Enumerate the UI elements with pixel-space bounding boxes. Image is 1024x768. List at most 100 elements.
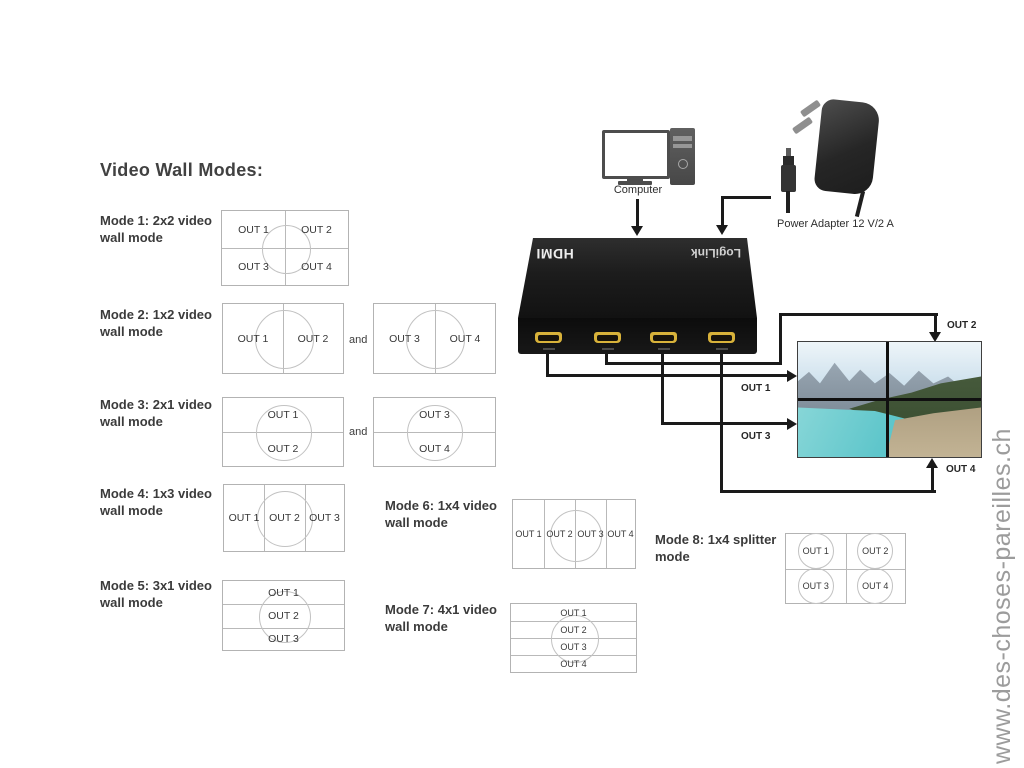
mode-7-label-line2: wall mode bbox=[385, 619, 448, 634]
port-label-mark bbox=[716, 348, 728, 350]
center-circle bbox=[550, 510, 602, 562]
page-title: Video Wall Modes: bbox=[100, 160, 264, 180]
mode-1-label: Mode 1: 2x2 video wall mode bbox=[100, 212, 212, 246]
out-cell: OUT 1 bbox=[515, 529, 542, 539]
mode-2-label-line1: Mode 2: 1x2 video bbox=[100, 307, 212, 322]
center-circle bbox=[551, 615, 599, 663]
mode-5-label-line1: Mode 5: 3x1 video bbox=[100, 578, 212, 593]
out-cell: OUT 1 bbox=[267, 409, 299, 421]
hdmi-port-1 bbox=[535, 332, 562, 343]
and-label: and bbox=[349, 426, 368, 438]
out2-line bbox=[779, 313, 782, 365]
hdmi-port-2 bbox=[594, 332, 621, 343]
mode-4-label-line2: wall mode bbox=[100, 503, 163, 518]
mode-8-box: OUT 1 OUT 2 OUT 3 OUT 4 bbox=[785, 533, 906, 604]
out-cell: OUT 2 bbox=[269, 512, 300, 524]
port-label-mark bbox=[602, 348, 614, 350]
center-circle bbox=[256, 405, 312, 461]
out-cell: OUT 4 bbox=[607, 529, 634, 539]
out-circle bbox=[857, 567, 894, 604]
hdmi-port-4 bbox=[708, 332, 735, 343]
hdmi-port-slot bbox=[538, 335, 559, 341]
mode-3-label-line2: wall mode bbox=[100, 414, 163, 429]
computer-icon bbox=[598, 126, 702, 188]
mode-8-label-line2: mode bbox=[655, 549, 690, 564]
mode-1-box: OUT 1 OUT 2 OUT 3 OUT 4 bbox=[221, 210, 349, 286]
out3-label: OUT 3 bbox=[741, 431, 771, 442]
dc-plug-collar bbox=[783, 156, 794, 166]
mode-3-box-a: OUT 1 OUT 2 bbox=[222, 397, 344, 467]
out-cell: OUT 3 bbox=[238, 260, 269, 273]
mode-7-box: OUT 1 OUT 2 OUT 3 OUT 4 bbox=[510, 603, 637, 673]
out-cell: OUT 4 bbox=[560, 658, 587, 669]
adapter-body bbox=[813, 98, 881, 196]
out-cell: OUT 1 bbox=[237, 332, 269, 345]
out-cell: OUT 1 bbox=[802, 546, 829, 557]
mode-1-label-line1: Mode 1: 2x2 video bbox=[100, 213, 212, 228]
power-cable-line bbox=[721, 196, 771, 199]
mode-4-label: Mode 4: 1x3 video wall mode bbox=[100, 485, 212, 519]
mode-2-label-line2: wall mode bbox=[100, 324, 163, 339]
out3-arrow bbox=[787, 418, 797, 430]
out-cell: OUT 1 bbox=[238, 223, 269, 236]
out-cell: OUT 2 bbox=[301, 223, 332, 236]
out4-line bbox=[720, 354, 723, 493]
out2-label: OUT 2 bbox=[947, 320, 977, 331]
out1-label: OUT 1 bbox=[741, 383, 771, 394]
out-cell: OUT 2 bbox=[546, 529, 573, 539]
power-cable-line bbox=[721, 196, 724, 225]
dc-plug-tip bbox=[786, 148, 791, 157]
hdmi-logo: HDMI bbox=[536, 246, 574, 262]
tower-vent bbox=[673, 144, 692, 148]
out-cell: OUT 2 bbox=[267, 443, 299, 455]
dc-plug-body bbox=[781, 165, 796, 192]
monitor-icon bbox=[602, 130, 670, 179]
mode-7-label-line1: Mode 7: 4x1 video bbox=[385, 602, 497, 617]
mode-7-label: Mode 7: 4x1 video wall mode bbox=[385, 601, 497, 635]
center-circle bbox=[255, 310, 314, 369]
out-cell: OUT 4 bbox=[449, 332, 481, 345]
mode-6-label-line2: wall mode bbox=[385, 515, 448, 530]
computer-cable-arrow bbox=[631, 226, 643, 236]
out-cell: OUT 3 bbox=[309, 512, 340, 524]
out-cell: OUT 1 bbox=[268, 586, 299, 599]
plug-prong bbox=[791, 116, 814, 135]
mode-2-box-b: OUT 3 OUT 4 bbox=[373, 303, 496, 374]
hdmi-port-slot bbox=[597, 335, 618, 341]
center-circle bbox=[406, 310, 465, 369]
splitter-quadrant: OUT 2 bbox=[846, 533, 906, 570]
divider bbox=[606, 500, 607, 568]
pc-tower-icon bbox=[670, 128, 695, 185]
video-wall-image bbox=[797, 341, 982, 458]
out2-line bbox=[934, 313, 937, 333]
out3-line bbox=[661, 422, 788, 425]
out-cell: OUT 4 bbox=[419, 443, 450, 455]
splitter-quadrant: OUT 4 bbox=[846, 567, 906, 604]
out-cell: OUT 3 bbox=[389, 332, 420, 345]
out4-line bbox=[931, 468, 934, 493]
logilink-logo: LogiLink bbox=[691, 246, 741, 260]
dc-plug-cord bbox=[786, 191, 790, 213]
out-cell: OUT 1 bbox=[560, 607, 587, 618]
out-cell: OUT 3 bbox=[560, 641, 587, 652]
mode-6-box: OUT 1 OUT 2 OUT 3 OUT 4 bbox=[512, 499, 636, 569]
power-adapter-icon bbox=[770, 95, 895, 225]
wall-bezel-horizontal bbox=[798, 398, 981, 401]
out2-arrow bbox=[929, 332, 941, 342]
splitter-quadrant: OUT 1 bbox=[786, 533, 846, 570]
out-cell: OUT 4 bbox=[862, 580, 889, 591]
out3-line bbox=[661, 354, 664, 425]
splitter-quadrant: OUT 3 bbox=[786, 567, 846, 604]
mode-8-label: Mode 8: 1x4 splitter mode bbox=[655, 531, 776, 565]
out-cell: OUT 3 bbox=[802, 580, 829, 591]
out-cell: OUT 2 bbox=[297, 332, 329, 345]
mode-2-box-a: OUT 1 OUT 2 bbox=[222, 303, 344, 374]
out-cell: OUT 3 bbox=[268, 633, 299, 645]
mode-5-label-line2: wall mode bbox=[100, 595, 163, 610]
hdmi-port-slot bbox=[711, 335, 732, 341]
out4-arrow bbox=[926, 458, 938, 468]
tower-power-button bbox=[678, 159, 688, 169]
mode-4-box: OUT 1 OUT 2 OUT 3 bbox=[223, 484, 345, 552]
mode-5-box: OUT 1 OUT 2 OUT 3 bbox=[222, 580, 345, 651]
out-cell: OUT 4 bbox=[301, 260, 332, 273]
